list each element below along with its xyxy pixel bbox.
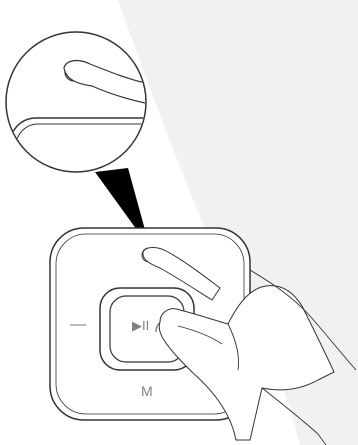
hand-finger-line	[177, 325, 223, 345]
volume-down-button[interactable]: —	[70, 316, 86, 333]
magnified-finger	[63, 59, 145, 105]
wrist-line-upper	[249, 269, 357, 371]
play-pause-icon: ▶II	[132, 318, 149, 333]
hand-pressing-center	[158, 285, 335, 441]
finger-on-power	[142, 247, 221, 301]
hand-knuckle-line	[227, 323, 239, 371]
mode-button[interactable]: M	[141, 383, 153, 399]
wrist-line-lower	[261, 387, 327, 445]
